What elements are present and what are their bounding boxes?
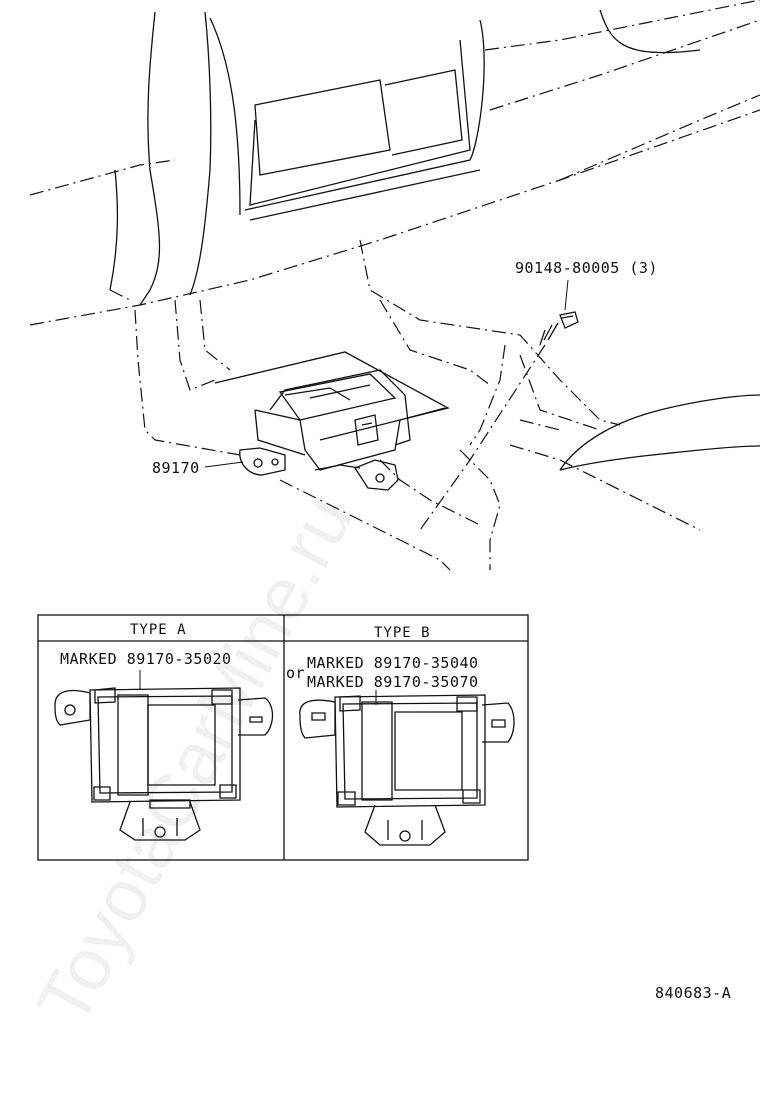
screw-part-number: 90148-80005 (3) (515, 259, 658, 277)
type-b-marking-2: MARKED 89170-35070 (307, 673, 479, 691)
type-a-module (54, 670, 274, 841)
ecu-leader-line (204, 461, 244, 468)
type-b-or: or (286, 664, 305, 682)
airbag-sensor-ecu (239, 369, 411, 491)
diagram-id: 840683-A (655, 984, 731, 1002)
watermark: ToyotaCarMine.ru (21, 483, 368, 1038)
type-table (37, 614, 529, 861)
type-b-marking-1: MARKED 89170-35040 (307, 654, 479, 672)
type-b-header: TYPE B (374, 625, 431, 641)
type-a-marking: MARKED 89170-35020 (60, 650, 232, 668)
screw-icon (419, 279, 579, 531)
console-illustration (29, 0, 760, 571)
type-b-module (299, 690, 515, 846)
type-a-header: TYPE A (130, 622, 187, 638)
ecu-part-number: 89170 (152, 459, 200, 477)
